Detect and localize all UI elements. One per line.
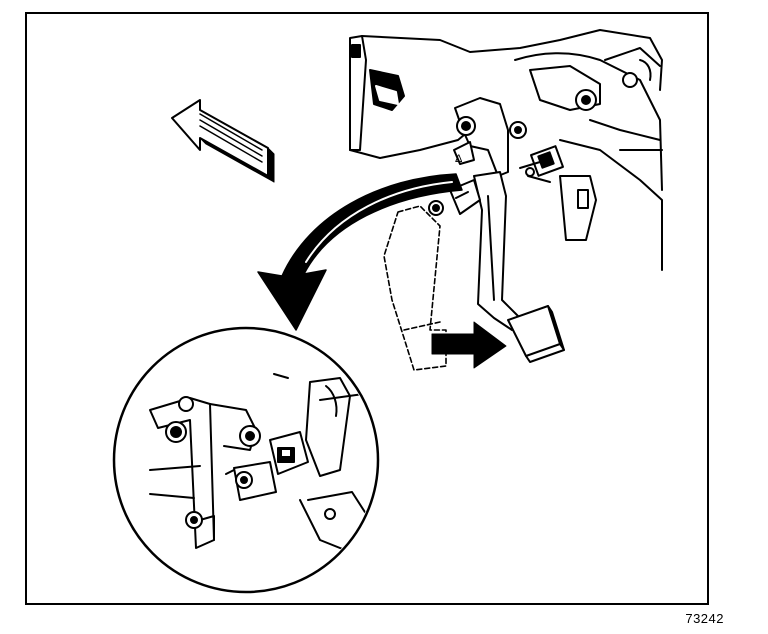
push-arrow-icon <box>431 321 507 369</box>
svg-text:Δ: Δ <box>455 153 463 165</box>
pedal-bracket: Δ <box>453 97 527 177</box>
direction-arrow-icon <box>171 99 275 183</box>
detail-view-circle <box>112 326 380 594</box>
support-bracket <box>349 29 663 271</box>
pedal-released-outline <box>383 205 447 371</box>
curved-callout-arrow-icon <box>257 173 463 331</box>
stop-lamp-switch <box>519 145 564 183</box>
figure-number: 73242 <box>685 611 724 626</box>
